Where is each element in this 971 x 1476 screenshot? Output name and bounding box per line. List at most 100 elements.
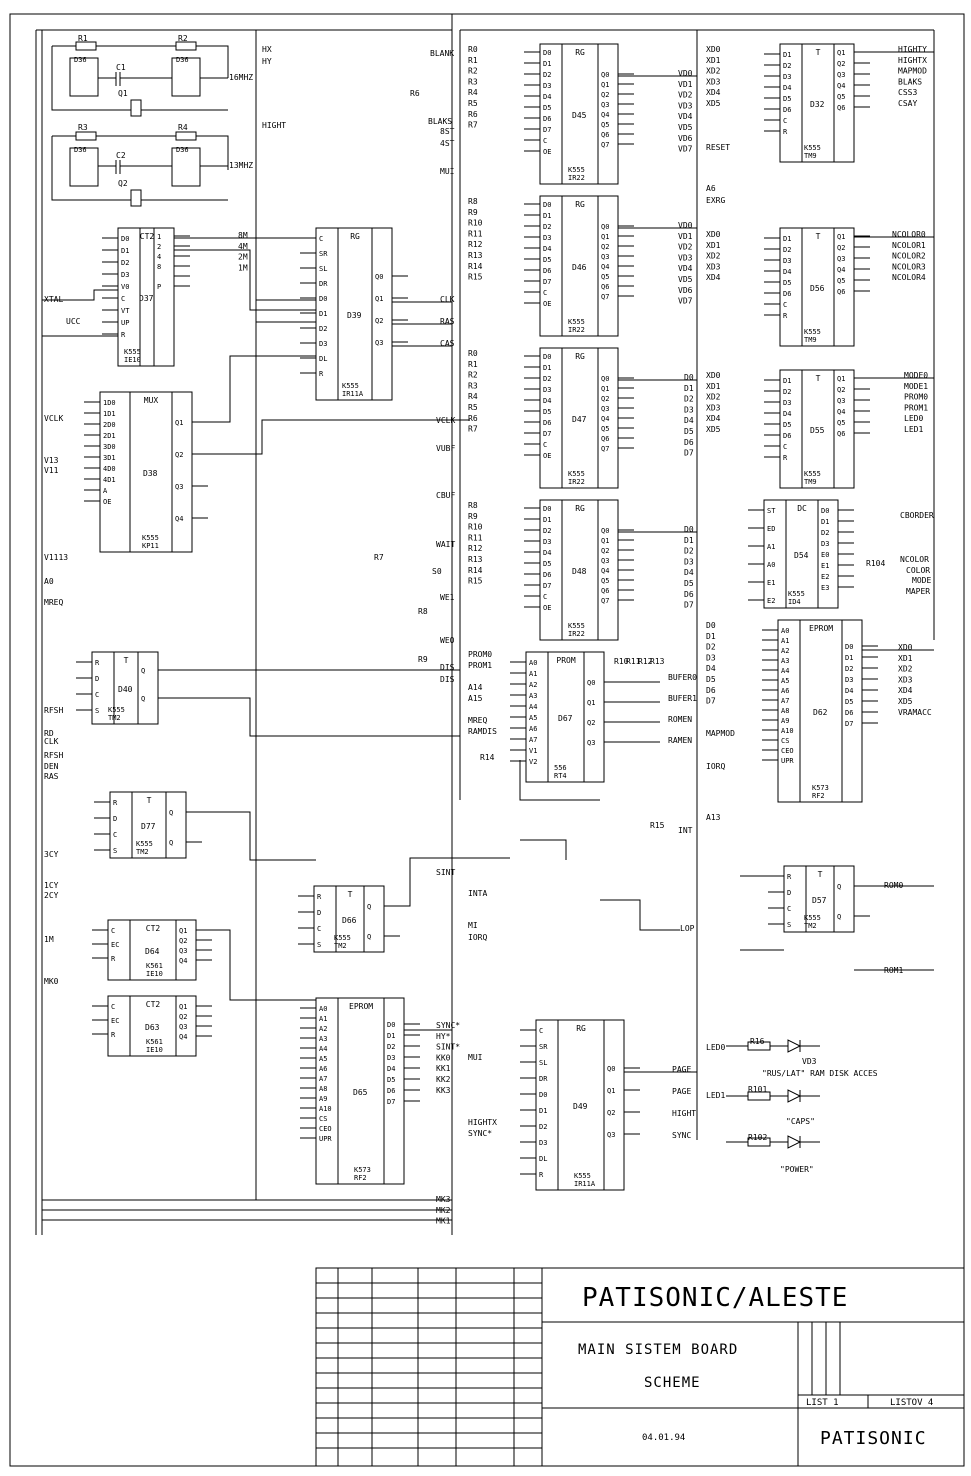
c2-label: C2	[116, 151, 126, 160]
chip-fn-1: K555	[568, 318, 585, 326]
chip-ref: D62	[813, 708, 828, 717]
pin-label: D3	[543, 538, 551, 546]
d36-label-2: D36	[176, 56, 189, 64]
sheet-subtitle-1: MAIN SISTEM BOARD	[578, 1342, 738, 1358]
chip-d38: MUXD38K555KP111D01D12D02D13D03D14D04D1AO…	[84, 391, 208, 553]
chip-head: T	[816, 374, 821, 383]
d62-output-label: XD2	[898, 665, 913, 674]
signal-label: 3CY	[44, 850, 59, 859]
signal-label: A0	[44, 577, 54, 586]
chip-head: RG	[575, 504, 585, 513]
r-bus-label: R13	[468, 555, 483, 564]
d-bus-label: D7	[684, 601, 694, 610]
pin-label: Q3	[837, 71, 845, 79]
d55-output-label: PROM1	[904, 403, 928, 412]
pin-label: D	[317, 909, 321, 917]
pin-label: D3	[543, 82, 551, 90]
pin-label: C	[113, 831, 117, 839]
d65-output-label: SYNC*	[436, 1021, 460, 1030]
d49-output-label: HIGHT	[672, 1109, 696, 1118]
xd-bus-label: XD4	[706, 414, 721, 423]
r-bus-label: R2	[468, 371, 478, 380]
pin-label: CS	[319, 1115, 327, 1123]
pin-label: D1	[543, 364, 551, 372]
pin-label: C	[95, 691, 99, 699]
pin-label: SR	[539, 1043, 548, 1051]
vd-bus-label: VD0	[678, 221, 693, 230]
d67-output-label: ROMEN	[668, 715, 692, 724]
chip-ref: D38	[143, 469, 158, 478]
pin-label: OE	[543, 148, 551, 156]
chip-fn-2: IR22	[568, 326, 585, 334]
pin-label: Q3	[601, 405, 609, 413]
chip-fn-2: IE10	[146, 1046, 163, 1054]
d32-output-label: BLAKS	[898, 77, 922, 86]
chip-ref: D56	[810, 284, 825, 293]
pin-label: C	[543, 593, 547, 601]
r-bus-label: R0	[468, 349, 478, 358]
pin-label: SL	[319, 265, 327, 273]
xd-bus-label: XD4	[706, 88, 721, 97]
d37-output-label: 4M	[238, 242, 248, 251]
pin-label: D6	[543, 115, 551, 123]
r-bus-label: R14	[468, 262, 483, 271]
d67-output-label: BUFER0	[668, 673, 697, 682]
chip-fn-2: IR11A	[574, 1180, 596, 1188]
caps-note: "CAPS"	[786, 1117, 815, 1126]
pin-label: D4	[543, 93, 551, 101]
chip-fn-2: IE10	[124, 356, 141, 364]
chip-fn-2: IR22	[568, 478, 585, 486]
sheet-subtitle-2: SCHEME	[644, 1375, 701, 1391]
pin-label: Q4	[601, 263, 609, 271]
pin-label: Q0	[375, 273, 383, 281]
pin-label: A6	[529, 725, 537, 733]
pin-label: Q3	[587, 739, 595, 747]
pin-label: Q6	[837, 104, 845, 112]
pin-label: Q0	[601, 527, 609, 535]
r-bus-label: R10	[468, 523, 483, 532]
signal-label: UCC	[66, 317, 81, 326]
d55-output-label: PROM0	[904, 393, 928, 402]
chip-fn-1: K555	[804, 470, 821, 478]
pin-label: 4D0	[103, 465, 116, 473]
xd-bus-label: XD2	[706, 252, 721, 261]
signal-label: MUI	[440, 167, 455, 176]
pin-label: 3D0	[103, 443, 116, 451]
vd-bus-label: VD5	[678, 275, 693, 284]
signal-label: VCLK	[436, 416, 455, 425]
d56-output-label: NCOLOR3	[892, 262, 926, 271]
pin-label: Q3	[375, 339, 383, 347]
pin-label: D7	[543, 126, 551, 134]
r-bus-label: R15	[468, 273, 483, 282]
sheet-title: PATISONIC/ALESTE	[582, 1283, 848, 1313]
xd-bus-label: XD2	[706, 67, 721, 76]
pin-label: C	[543, 289, 547, 297]
signal-label: MAPMOD	[706, 729, 735, 738]
xd-bus-label: XD5	[706, 99, 721, 108]
pin-label: VT	[121, 307, 130, 315]
signal-label: RESET	[706, 143, 730, 152]
xd-bus-label: XD1	[706, 241, 721, 250]
pin-label: C	[317, 925, 321, 933]
pin-label: Q6	[601, 283, 609, 291]
signal-label: MUI	[468, 1053, 483, 1062]
oscillator-block: R1 R2 R3 R4 C1 C2 Q1 Q2 D36 D36 D36 D36 …	[51, 34, 253, 207]
d39-output-label: CLK	[440, 295, 455, 304]
chip-d47: RGD47K555IR22D0D1D2D3D4D5D6D7COEQ0Q1Q2Q3…	[524, 347, 634, 489]
chip-d48: RGD48K555IR22D0D1D2D3D4D5D6D7COEQ0Q1Q2Q3…	[524, 499, 634, 641]
signal-label: BLANK	[430, 49, 454, 58]
chip-head: PROM	[556, 656, 575, 665]
pin-label: D	[113, 815, 117, 823]
pin-label: C	[319, 235, 323, 243]
d37-output-label: 2M	[238, 253, 248, 262]
pin-label: D3	[783, 73, 791, 81]
signal-label: PROM1	[468, 661, 492, 670]
pin-label: A7	[319, 1075, 327, 1083]
pin-label: D0	[319, 295, 327, 303]
pin-label: R	[95, 659, 100, 667]
pin-label: D4	[543, 397, 551, 405]
pin-label: Q4	[601, 111, 609, 119]
chip-ref: D63	[145, 1023, 160, 1032]
